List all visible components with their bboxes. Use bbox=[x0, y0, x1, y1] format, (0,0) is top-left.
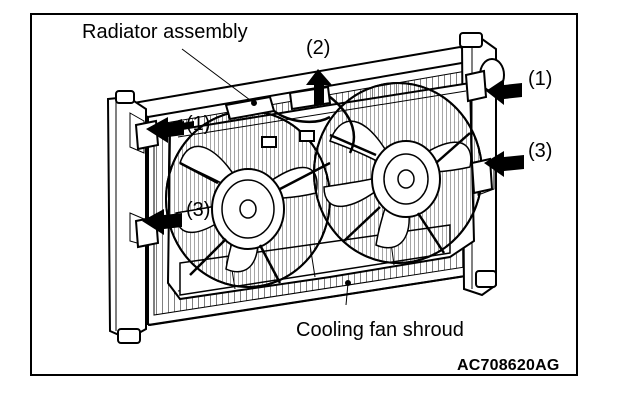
figure-code-label: AC708620AG bbox=[457, 357, 560, 374]
callout-3-left-label: (3) bbox=[186, 199, 211, 221]
right-fan bbox=[313, 82, 483, 264]
cooling-fan-shroud-label: Cooling fan shroud bbox=[296, 319, 464, 341]
callout-1-right-label: (1) bbox=[528, 68, 553, 90]
leader-lines bbox=[181, 48, 351, 306]
arrow-2-up bbox=[306, 69, 332, 105]
arrow-3-left bbox=[142, 209, 182, 235]
callout-3-right-label: (3) bbox=[528, 140, 553, 162]
callout-1-left-label: (1) bbox=[186, 113, 211, 135]
arrow-1-left bbox=[146, 117, 194, 143]
arrow-3-right bbox=[484, 151, 524, 177]
callout-2-label: (2) bbox=[306, 37, 331, 59]
arrow-1-right bbox=[486, 79, 522, 105]
left-fan bbox=[165, 110, 331, 288]
left-radiator-tank bbox=[106, 90, 147, 344]
radiator-fan-illustration bbox=[106, 32, 524, 344]
radiator-assembly-label: Radiator assembly bbox=[82, 21, 248, 43]
